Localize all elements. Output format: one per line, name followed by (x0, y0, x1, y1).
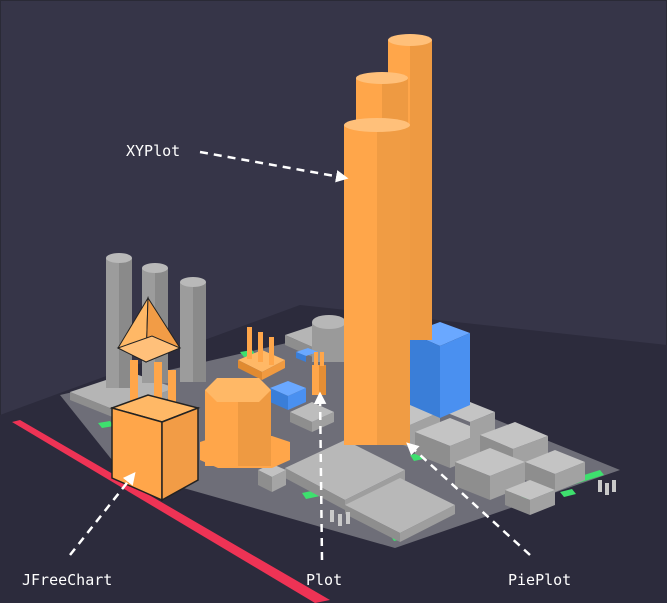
blue-far-block (296, 348, 318, 362)
xyplot-label: XYPlot (126, 142, 180, 160)
jfreechart-label: JFreeChart (22, 571, 112, 589)
jfreechart-building (109, 296, 201, 502)
xyplot-building (344, 34, 432, 445)
red-street (12, 420, 330, 603)
plot-building (312, 352, 326, 395)
pieplot-label: PiePlot (508, 571, 571, 589)
gray-plate-front (345, 478, 455, 542)
gray-mid-block (290, 402, 334, 432)
orange-octagon-building (200, 378, 290, 468)
gray-cylinder-1 (106, 253, 132, 388)
plot-label: Plot (306, 571, 342, 589)
gray-cylinder-3 (180, 277, 206, 382)
blue-small-block (270, 381, 306, 410)
gray-tiny-pillars (330, 480, 616, 526)
orange-pillars-mid (238, 327, 285, 380)
xyplot-arrow (199, 150, 349, 183)
jfreechart-arrow (69, 472, 136, 556)
gray-small-cube-front (258, 464, 286, 492)
annotation-arrows (69, 150, 531, 561)
